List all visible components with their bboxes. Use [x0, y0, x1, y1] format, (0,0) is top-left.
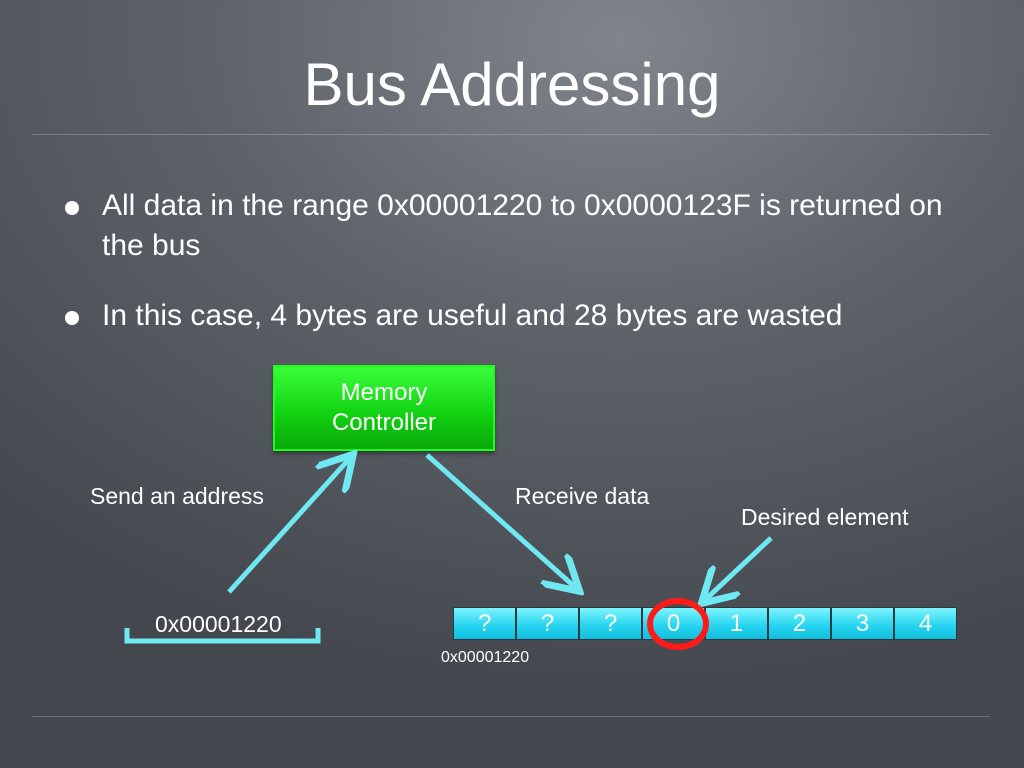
start-address-label: 0x00001220 [441, 649, 530, 666]
desired-element-arrow [705, 536, 773, 600]
data-cell: 1 [705, 607, 768, 640]
receive-data-label: Receive data [515, 483, 650, 509]
data-cell: 2 [768, 607, 831, 640]
bullet-dot-icon [65, 311, 79, 325]
bullet-item: In this case, 4 bytes are useful and 28 … [60, 296, 970, 336]
address-value: 0x00001220 [155, 611, 282, 637]
desired-element-highlight-circle [647, 598, 709, 650]
send-address-label: Send an address [90, 483, 264, 509]
data-cell: ? [579, 607, 642, 640]
receive-data-arrow [425, 453, 576, 588]
desired-element-label: Desired element [741, 504, 909, 530]
data-cell: ? [516, 607, 579, 640]
memory-controller-box: Memory Controller [273, 365, 495, 451]
send-address-arrow [227, 458, 350, 594]
bullet-text: In this case, 4 bytes are useful and 28 … [102, 299, 843, 332]
data-cell: 3 [831, 607, 894, 640]
slide-title: Bus Addressing [303, 51, 721, 118]
bullet-dot-icon [65, 201, 79, 215]
bullet-list: All data in the range 0x00001220 to 0x00… [60, 186, 970, 366]
bullet-text: All data in the range 0x00001220 to 0x00… [102, 189, 943, 262]
bottom-divider [32, 716, 990, 717]
address-bracket [124, 628, 321, 644]
bullet-item: All data in the range 0x00001220 to 0x00… [60, 186, 970, 266]
top-divider [32, 134, 990, 135]
data-cell: ? [453, 607, 516, 640]
bus-data-cells: ? ? ? 0 1 2 3 4 [453, 607, 957, 640]
data-cell: 4 [894, 607, 957, 640]
